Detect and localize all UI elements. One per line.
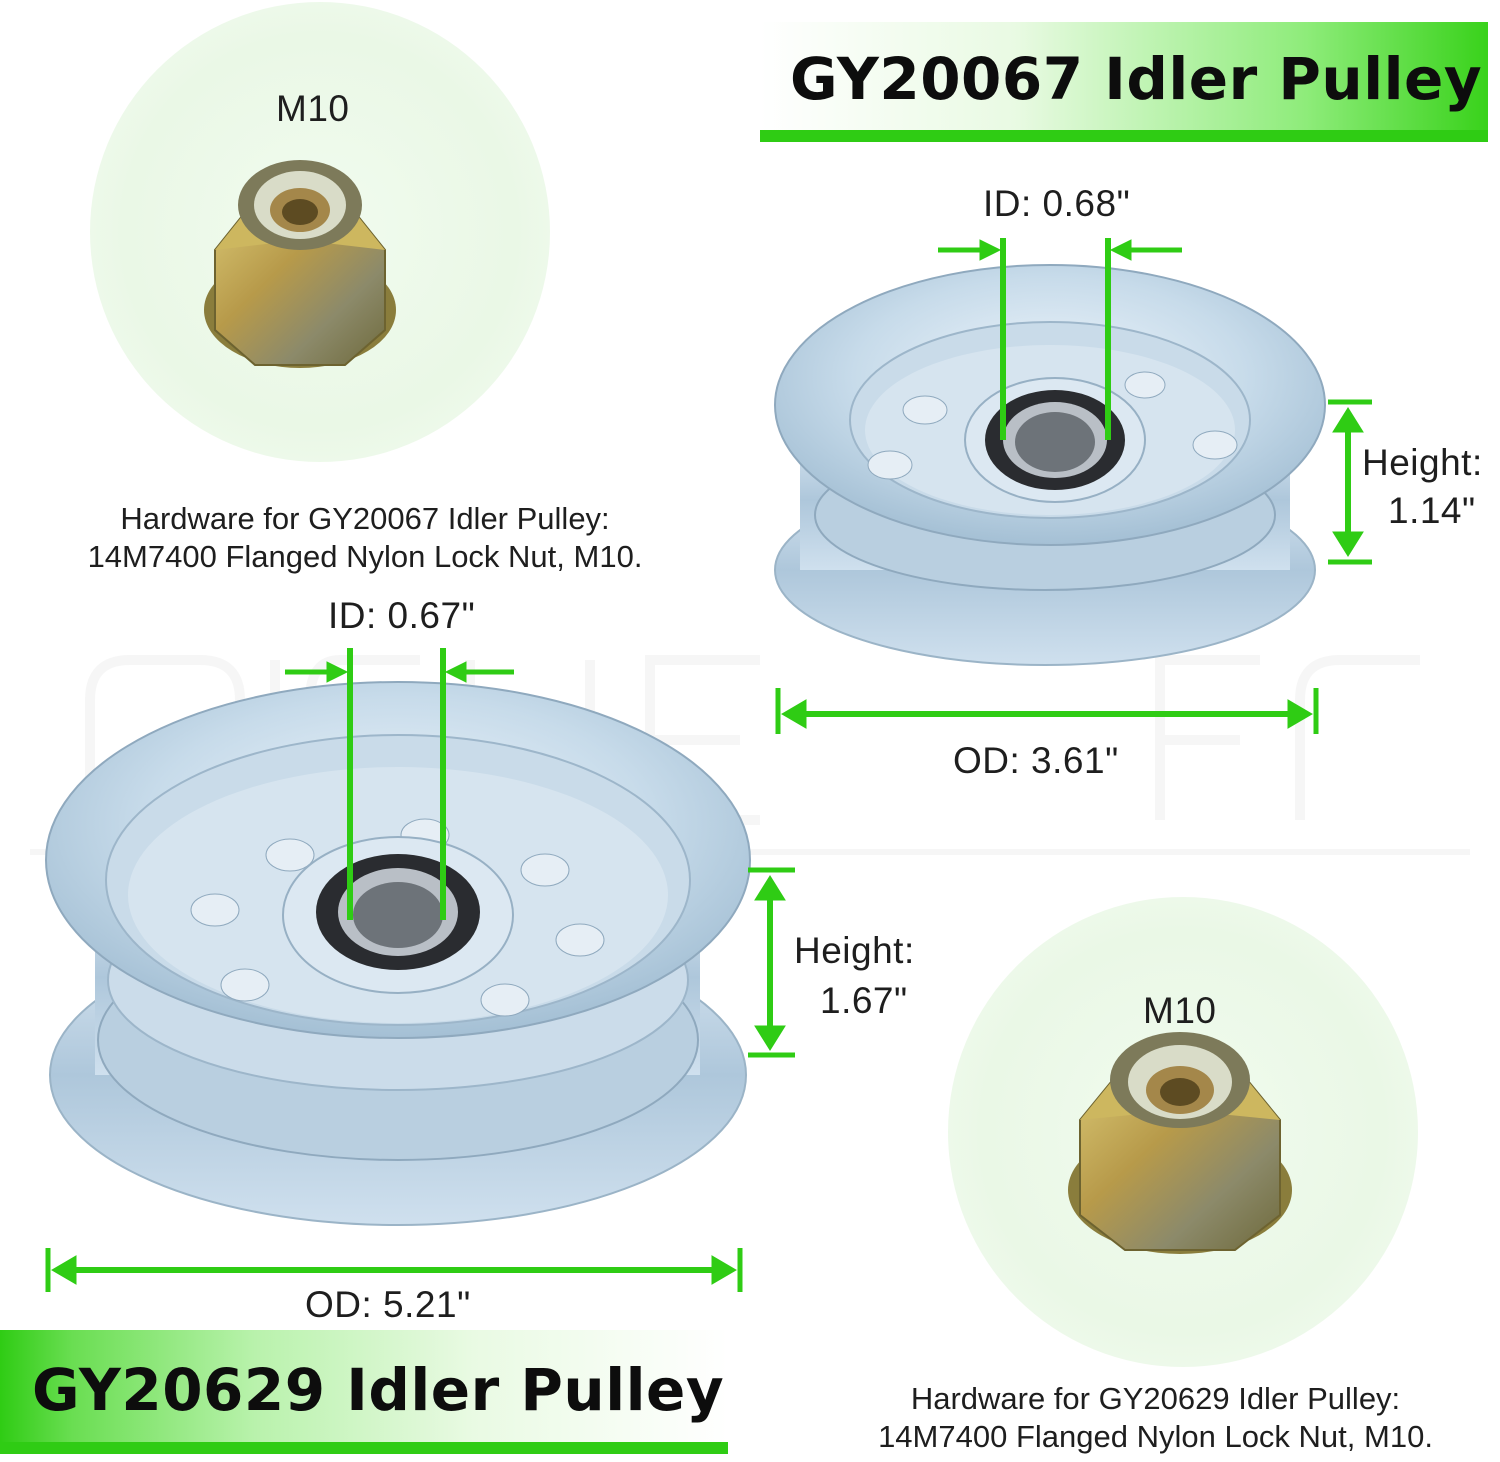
small-pulley bbox=[774, 264, 1326, 666]
watermark bbox=[30, 655, 1470, 855]
bottom-nut-backdrop bbox=[948, 897, 1418, 1367]
small-pulley-height-label: Height: bbox=[1362, 442, 1483, 483]
small-pulley-od-label: OD: 3.61" bbox=[953, 740, 1119, 781]
bottom-title-banner bbox=[0, 1330, 728, 1454]
large-pulley-id-label: ID: 0.67" bbox=[328, 595, 476, 636]
large-pulley-od-label: OD: 5.21" bbox=[305, 1284, 471, 1325]
bottom-nut-label: M10 bbox=[1143, 990, 1217, 1031]
hardware-bottom-description: Hardware for GY20629 Idler Pulley: 14M74… bbox=[828, 1380, 1483, 1456]
large-pulley-height-label: Height: bbox=[794, 930, 915, 971]
large-pulley-dimensions bbox=[45, 648, 795, 1292]
top-title-banner bbox=[760, 22, 1488, 142]
large-pulley bbox=[45, 681, 751, 1226]
small-pulley-dimensions bbox=[775, 238, 1372, 734]
small-pulley-id-label: ID: 0.68" bbox=[983, 183, 1131, 224]
hardware-top-line2: 14M7400 Flanged Nylon Lock Nut, M10. bbox=[87, 539, 643, 574]
top-title: GY20067 Idler Pulley bbox=[790, 45, 1483, 113]
top-nut-label: M10 bbox=[276, 88, 350, 129]
large-pulley-height-value: 1.67" bbox=[820, 980, 908, 1021]
top-nut-backdrop bbox=[90, 2, 550, 462]
hardware-bottom-line1: Hardware for GY20629 Idler Pulley: bbox=[910, 1381, 1401, 1416]
small-pulley-height-value: 1.14" bbox=[1388, 490, 1476, 531]
hardware-top-line1: Hardware for GY20067 Idler Pulley: bbox=[120, 501, 610, 536]
hardware-bottom-line2: 14M7400 Flanged Nylon Lock Nut, M10. bbox=[878, 1419, 1433, 1454]
bottom-title: GY20629 Idler Pulley bbox=[32, 1356, 725, 1424]
hardware-top-description: Hardware for GY20067 Idler Pulley: 14M74… bbox=[40, 500, 690, 576]
